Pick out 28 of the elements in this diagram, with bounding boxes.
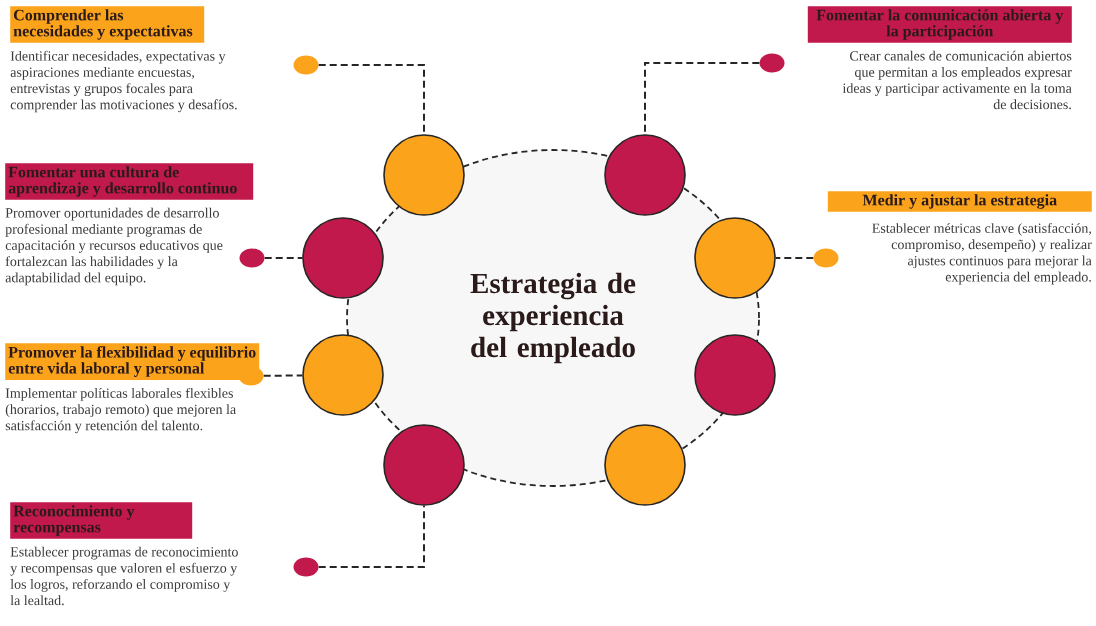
circle-marker (604, 424, 686, 506)
circle-marker (694, 334, 776, 416)
dot (813, 248, 839, 268)
heading-box: Reconocimiento y recompensas (10, 502, 193, 539)
body-text: Promover oportunidades de desarrollo profesional mediante programas de capacitación y recursos educativos que fortalezcan las habilidades y la adaptabilidad del equipo. (5, 207, 223, 286)
circle-marker (383, 424, 465, 506)
circle-marker (604, 134, 686, 216)
heading-box: Medir y ajustar la estrategia (827, 191, 1092, 212)
heading-box: Fomentar una cultura de aprendizaje y desarrollo continuo (5, 163, 254, 200)
heading-box: Comprender las necesidades y expectativas (10, 6, 205, 43)
dashed-connector (262, 374, 304, 377)
circle-marker (694, 217, 776, 299)
body-text: Identificar necesidades, expectativas y aspiraciones mediante encuestas, entrevistas y grupos focales para comprender las motivaciones y desafíos. (10, 50, 237, 113)
body-text: Establecer programas de reconocimiento y recompensas que valoren el esfuerzo y los logros, reforzando el compromiso y la lealtad. (10, 546, 238, 606)
circle-marker (302, 334, 384, 416)
body-text: Implementar políticas laborales flexibles (horarios, trabajo remoto) que mejoren la satisfacción y retención del talento. (5, 387, 236, 434)
dot (293, 55, 319, 75)
dashed-connector (263, 257, 304, 259)
body-text: Crear canales de comunicación abiertos que permitan a los empleados expresar ideas y participar activamente en la toma de decisiones. (842, 50, 1072, 110)
circle-marker (383, 134, 465, 216)
dot (759, 53, 785, 73)
heading-box: Fomentar la comunicación abierta y la participación (807, 6, 1072, 43)
body-text: Establecer métricas clave (satisfacción, compromiso, desempeño) y realizar ajustes continuos para mejorar la experiencia del empleado. (872, 223, 1092, 285)
circle-marker (302, 217, 384, 299)
dashed-connector (774, 257, 815, 259)
dot (239, 248, 265, 268)
dot (293, 557, 319, 577)
dashed-connector (317, 504, 425, 568)
